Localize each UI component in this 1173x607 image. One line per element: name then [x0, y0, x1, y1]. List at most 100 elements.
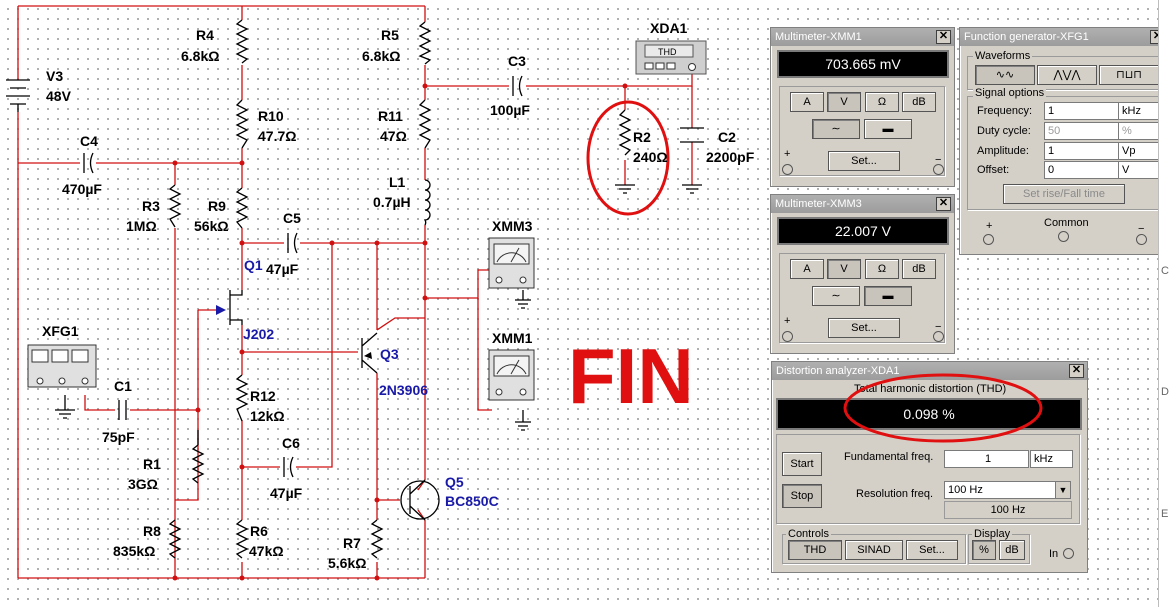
- multimeter-xmm1-window[interactable]: Multimeter-XMM1 ✕ 703.665 mV A V Ω dB ∼ …: [770, 27, 955, 187]
- q1-value: J202: [243, 326, 274, 342]
- voltmeter-button[interactable]: V: [827, 92, 861, 112]
- plus-terminal-icon[interactable]: [782, 331, 793, 342]
- common-terminal-icon[interactable]: [1058, 231, 1069, 242]
- fundamental-freq-label: Fundamental freq.: [844, 451, 934, 463]
- plus-terminal-icon[interactable]: [983, 234, 994, 245]
- duty-cycle-unit-field[interactable]: %: [1118, 122, 1159, 140]
- c4-value: 470µF: [62, 181, 102, 197]
- function-generator-titlebar[interactable]: Function generator-XFG1 ✕: [960, 28, 1168, 46]
- c1-value: 75pF: [102, 429, 135, 445]
- ohmmeter-button[interactable]: Ω: [865, 259, 899, 279]
- c4-ref: C4: [80, 133, 98, 149]
- r11-value: 47Ω: [380, 128, 407, 144]
- decibel-button[interactable]: dB: [902, 259, 936, 279]
- square-wave-button[interactable]: ⊓⊔⊓: [1099, 65, 1159, 85]
- r6-value: 47kΩ: [249, 543, 284, 559]
- percent-display-button[interactable]: %: [972, 540, 996, 560]
- r11-ref: R11: [378, 108, 403, 124]
- chevron-down-icon[interactable]: ▼: [1055, 482, 1070, 498]
- frequency-field[interactable]: 1: [1044, 102, 1119, 120]
- amplitude-label: Amplitude:: [977, 145, 1029, 157]
- distortion-analyzer-window[interactable]: Distortion analyzer-XDA1 ✕ Total harmoni…: [771, 361, 1088, 573]
- offset-field[interactable]: 0: [1044, 161, 1119, 179]
- thd-reading: 0.098 %: [776, 398, 1082, 430]
- multimeter-xmm3-controls: [779, 253, 945, 343]
- triangle-wave-button[interactable]: ⋀⋁⋀: [1037, 65, 1097, 85]
- xmm3-ref: XMM3: [492, 218, 533, 234]
- r12-ref: R12: [250, 388, 276, 404]
- ammeter-button[interactable]: A: [790, 259, 824, 279]
- offset-unit-field[interactable]: V: [1118, 161, 1159, 179]
- resolution-freq-display: 100 Hz: [944, 501, 1072, 519]
- xmm1-ref: XMM1: [492, 330, 533, 346]
- sheet-row-marker-d: D: [1161, 386, 1169, 398]
- thd-mode-button[interactable]: THD: [788, 540, 842, 560]
- start-button[interactable]: Start: [782, 452, 822, 476]
- waveforms-label: Waveforms: [973, 50, 1033, 62]
- db-display-button[interactable]: dB: [999, 540, 1025, 560]
- frequency-label: Frequency:: [977, 105, 1033, 117]
- q5-value: BC850C: [445, 493, 499, 509]
- resolution-freq-select[interactable]: 100 Hz ▼: [944, 481, 1071, 499]
- fundamental-freq-field[interactable]: 1: [944, 450, 1029, 468]
- q3-ref: Q3: [380, 346, 399, 362]
- stop-button[interactable]: Stop: [782, 484, 822, 508]
- voltmeter-button[interactable]: V: [827, 259, 861, 279]
- sine-wave-button[interactable]: ∿∿: [975, 65, 1035, 85]
- close-icon[interactable]: ✕: [1069, 364, 1084, 378]
- c1-ref: C1: [114, 378, 132, 394]
- close-icon[interactable]: ✕: [936, 30, 951, 44]
- dc-mode-button[interactable]: ▬: [864, 286, 912, 306]
- r5-ref: R5: [381, 27, 399, 43]
- set-rise-fall-time-button[interactable]: Set rise/Fall time: [1003, 184, 1125, 204]
- multimeter-xmm3-set-button[interactable]: Set...: [828, 318, 900, 338]
- plus-terminal-label: +: [986, 220, 993, 232]
- r6-ref: R6: [250, 523, 268, 539]
- r4-ref: R4: [196, 27, 214, 43]
- fundamental-freq-unit-field[interactable]: kHz: [1030, 450, 1073, 468]
- close-icon[interactable]: ✕: [936, 197, 951, 211]
- r8-value: 835kΩ: [113, 543, 155, 559]
- function-generator-window[interactable]: Function generator-XFG1 ✕ Waveforms ∿∿ ⋀…: [959, 27, 1169, 255]
- amplitude-unit-field[interactable]: Vp: [1118, 142, 1159, 160]
- distortion-analyzer-titlebar[interactable]: Distortion analyzer-XDA1 ✕: [772, 362, 1087, 380]
- multimeter-xmm3-titlebar[interactable]: Multimeter-XMM3 ✕: [771, 195, 954, 213]
- sinad-mode-button[interactable]: SINAD: [845, 540, 903, 560]
- input-terminal-icon[interactable]: [1063, 548, 1074, 559]
- plus-terminal-label: +: [784, 315, 791, 327]
- duty-cycle-label: Duty cycle:: [977, 125, 1031, 137]
- minus-terminal-label: −: [935, 321, 942, 333]
- multimeter-xmm1-titlebar[interactable]: Multimeter-XMM1 ✕: [771, 28, 954, 46]
- l1-ref: L1: [389, 174, 406, 190]
- v3-ref: V3: [46, 68, 63, 84]
- thd-label: Total harmonic distortion (THD): [854, 383, 1007, 395]
- duty-cycle-field[interactable]: 50: [1044, 122, 1119, 140]
- ac-mode-button[interactable]: ∼: [812, 119, 860, 139]
- r5-value: 6.8kΩ: [362, 48, 400, 64]
- multimeter-xmm1-set-button[interactable]: Set...: [828, 151, 900, 171]
- ac-mode-button[interactable]: ∼: [812, 286, 860, 306]
- ammeter-button[interactable]: A: [790, 92, 824, 112]
- minus-terminal-icon[interactable]: [933, 331, 944, 342]
- frequency-unit-field[interactable]: kHz: [1118, 102, 1159, 120]
- minus-terminal-icon[interactable]: [933, 164, 944, 175]
- wires: [17, 5, 693, 579]
- q1-ref: Q1: [244, 257, 263, 273]
- plus-terminal-icon[interactable]: [782, 164, 793, 175]
- resolution-freq-label: Resolution freq.: [856, 488, 934, 500]
- c3-value: 100µF: [490, 102, 530, 118]
- c2-value: 2200pF: [706, 149, 755, 165]
- dc-mode-button[interactable]: ▬: [864, 119, 912, 139]
- q3-emitter-arrow: [364, 352, 372, 359]
- distortion-set-button[interactable]: Set...: [906, 540, 958, 560]
- multimeter-xmm3-window[interactable]: Multimeter-XMM3 ✕ 22.007 V A V Ω dB ∼ ▬ …: [770, 194, 955, 354]
- r8-ref: R8: [143, 523, 161, 539]
- input-label: In: [1049, 548, 1059, 560]
- minus-terminal-icon[interactable]: [1136, 234, 1147, 245]
- r3-value: 1MΩ: [126, 218, 157, 234]
- decibel-button[interactable]: dB: [902, 92, 936, 112]
- amplitude-field[interactable]: 1: [1044, 142, 1119, 160]
- ohmmeter-button[interactable]: Ω: [865, 92, 899, 112]
- q5-ref: Q5: [445, 474, 464, 490]
- multimeter-xmm1-controls: [779, 86, 945, 176]
